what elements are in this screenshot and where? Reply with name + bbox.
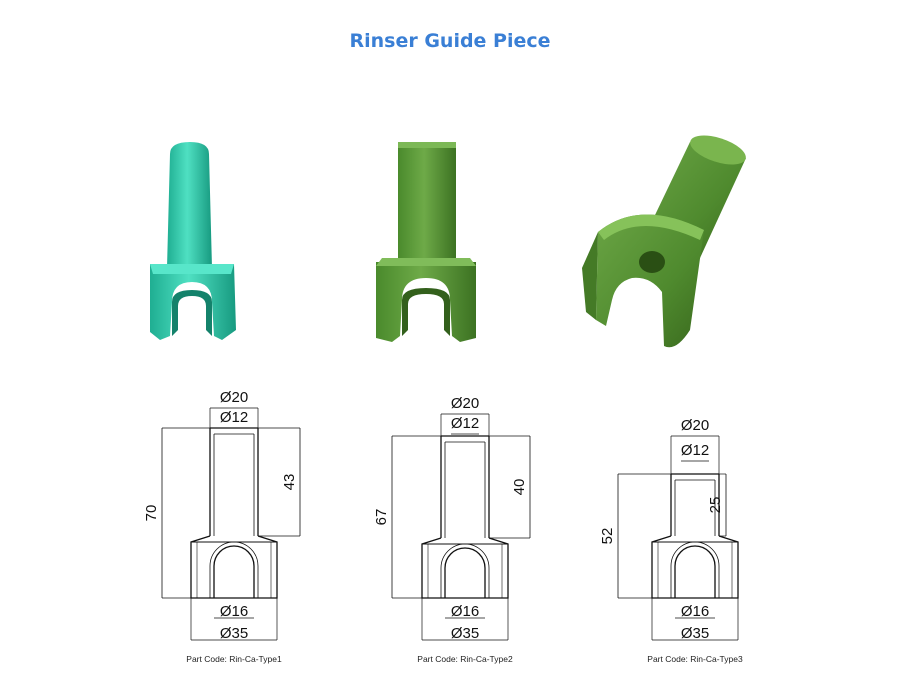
slot-outer bbox=[213, 545, 255, 598]
base-outline bbox=[190, 535, 278, 599]
dim-slot-label: Ø16 bbox=[451, 603, 479, 620]
dim-slot-label: Ø16 bbox=[681, 603, 709, 620]
base-outline bbox=[421, 537, 509, 599]
dim-total-height-label: 52 bbox=[599, 528, 616, 545]
dim-shaft-height-label: 40 bbox=[511, 479, 528, 496]
dim-total-height-label: 70 bbox=[143, 505, 160, 522]
slot-outer bbox=[674, 545, 716, 598]
dim-top-inner-label: Ø12 bbox=[220, 409, 248, 426]
part-code-label: Part Code: Rin-Ca-Type1 bbox=[186, 654, 282, 664]
dim-slot-label: Ø16 bbox=[220, 603, 248, 620]
render-type3 bbox=[582, 135, 746, 348]
dim-top-inner-label: Ø12 bbox=[681, 442, 709, 459]
dim-shaft-height-label: 25 bbox=[707, 497, 724, 514]
slot-inner bbox=[440, 543, 490, 598]
slot-inner bbox=[209, 541, 259, 598]
dim-base-label: Ø35 bbox=[681, 625, 709, 642]
dim-base-label: Ø35 bbox=[220, 625, 248, 642]
dim-total-height-label: 67 bbox=[373, 509, 390, 526]
dim-top-outer-label: Ø20 bbox=[681, 417, 709, 434]
dim-top-inner-label: Ø12 bbox=[451, 415, 479, 432]
slot-outer bbox=[444, 547, 486, 598]
dim-top-outer-label: Ø20 bbox=[451, 395, 479, 412]
part-code-label: Part Code: Rin-Ca-Type3 bbox=[647, 654, 743, 664]
dim-base-label: Ø35 bbox=[451, 625, 479, 642]
slot-inner bbox=[670, 541, 720, 598]
dim-top-outer-label: Ø20 bbox=[220, 389, 248, 406]
part-code-label: Part Code: Rin-Ca-Type2 bbox=[417, 654, 513, 664]
dim-shaft-height-label: 43 bbox=[281, 474, 298, 491]
page-title: Rinser Guide Piece bbox=[349, 30, 551, 52]
render-type2 bbox=[376, 142, 476, 342]
render-type1 bbox=[150, 142, 236, 340]
base-outline bbox=[651, 535, 739, 599]
